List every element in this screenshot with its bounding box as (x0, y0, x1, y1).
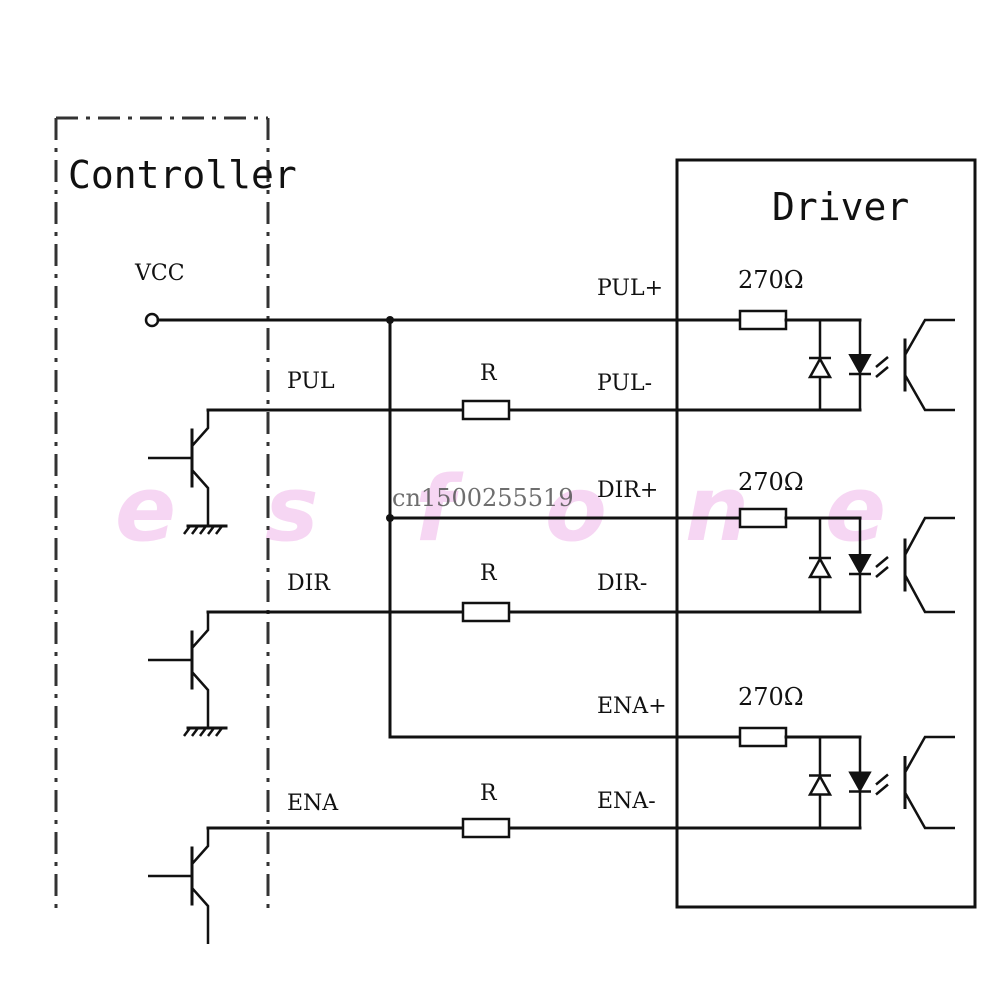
series-resistor-label: R (480, 781, 498, 806)
series-resistor (461, 817, 511, 839)
light-arrow (875, 773, 889, 786)
ground-hatch (215, 727, 223, 737)
driver-resistor-label: 270Ω (738, 468, 804, 496)
controller-signal-label: DIR (287, 571, 331, 596)
signal-row-dir: DIR R DIR+ DIR- 270Ω (148, 468, 955, 737)
driver-title: Driver (772, 185, 909, 229)
protection-diode (807, 556, 833, 579)
controller-signal-label: PUL (287, 369, 335, 394)
ground-hatch (207, 727, 215, 737)
watermark-letter: n (685, 457, 749, 562)
watermark-letters: e s f o n e (115, 457, 886, 562)
opto-led (848, 554, 872, 576)
driver-resistor (738, 309, 788, 331)
driver-minus-label: DIR- (597, 571, 647, 596)
driver-plus-label: PUL+ (597, 276, 663, 301)
vcc-label: VCC (134, 261, 185, 286)
controller-title: Controller (68, 153, 297, 197)
signal-row-pul: PUL R PUL+ PUL- 270Ω (148, 266, 955, 535)
transistor-emitter (191, 469, 210, 526)
phototransistor-emitter (903, 374, 955, 412)
series-resistor-label: R (480, 361, 498, 386)
junction-dot (386, 316, 394, 324)
light-arrow (875, 366, 889, 378)
phototransistor-collector (903, 318, 955, 356)
driver-resistor (738, 507, 788, 529)
transistor-emitter (191, 671, 210, 728)
driver-plus-label: DIR+ (597, 478, 658, 503)
transistor-collector (191, 410, 210, 447)
light-arrow (875, 783, 889, 796)
phototransistor-emitter (903, 791, 955, 830)
signal-row-ena: ENA R ENA+ ENA- 270Ω (148, 683, 955, 944)
signal-rows: PUL R PUL+ PUL- 270Ω DIR R DIR+ DIR- 270Ω ENA R ENA+… (148, 266, 955, 944)
watermark-letter: e (825, 457, 886, 562)
opto-led (848, 771, 872, 793)
ground-hatch (207, 525, 215, 535)
transistor-collector (191, 612, 210, 649)
series-resistor (461, 399, 511, 421)
phototransistor-collector (903, 735, 955, 774)
driver-minus-label: PUL- (597, 371, 652, 396)
opto-led (848, 354, 872, 376)
phototransistor-collector (903, 516, 955, 556)
controller-boundary (54, 116, 270, 915)
phototransistor-emitter (903, 574, 955, 614)
ground-hatch (183, 525, 191, 535)
light-arrow (875, 566, 889, 578)
transistor-emitter (191, 887, 210, 944)
watermark-letter: s (265, 457, 319, 562)
ground-hatch (183, 727, 191, 737)
light-arrow (875, 356, 889, 368)
ground-hatch (191, 727, 199, 737)
vcc-terminal (144, 312, 160, 328)
driver-minus-label: ENA- (597, 789, 656, 814)
driver-resistor (738, 726, 788, 748)
ground-hatch (191, 525, 199, 535)
driver-resistor-label: 270Ω (738, 266, 804, 294)
watermark-id: cn1500255519 (392, 484, 574, 512)
driver-box (675, 158, 977, 909)
protection-diode (807, 773, 833, 796)
light-arrow (875, 556, 889, 568)
ground-hatch (199, 727, 207, 737)
protection-diode (807, 356, 833, 379)
transistor-collector (191, 828, 210, 865)
watermark-letter: e (115, 457, 176, 562)
driver-resistor-label: 270Ω (738, 683, 804, 711)
ground-hatch (215, 525, 223, 535)
series-resistor (461, 601, 511, 623)
controller-signal-label: ENA (287, 791, 339, 816)
driver-plus-label: ENA+ (597, 694, 667, 719)
series-resistor-label: R (480, 561, 498, 586)
watermark-letter: o (545, 457, 607, 562)
ground-hatch (199, 525, 207, 535)
